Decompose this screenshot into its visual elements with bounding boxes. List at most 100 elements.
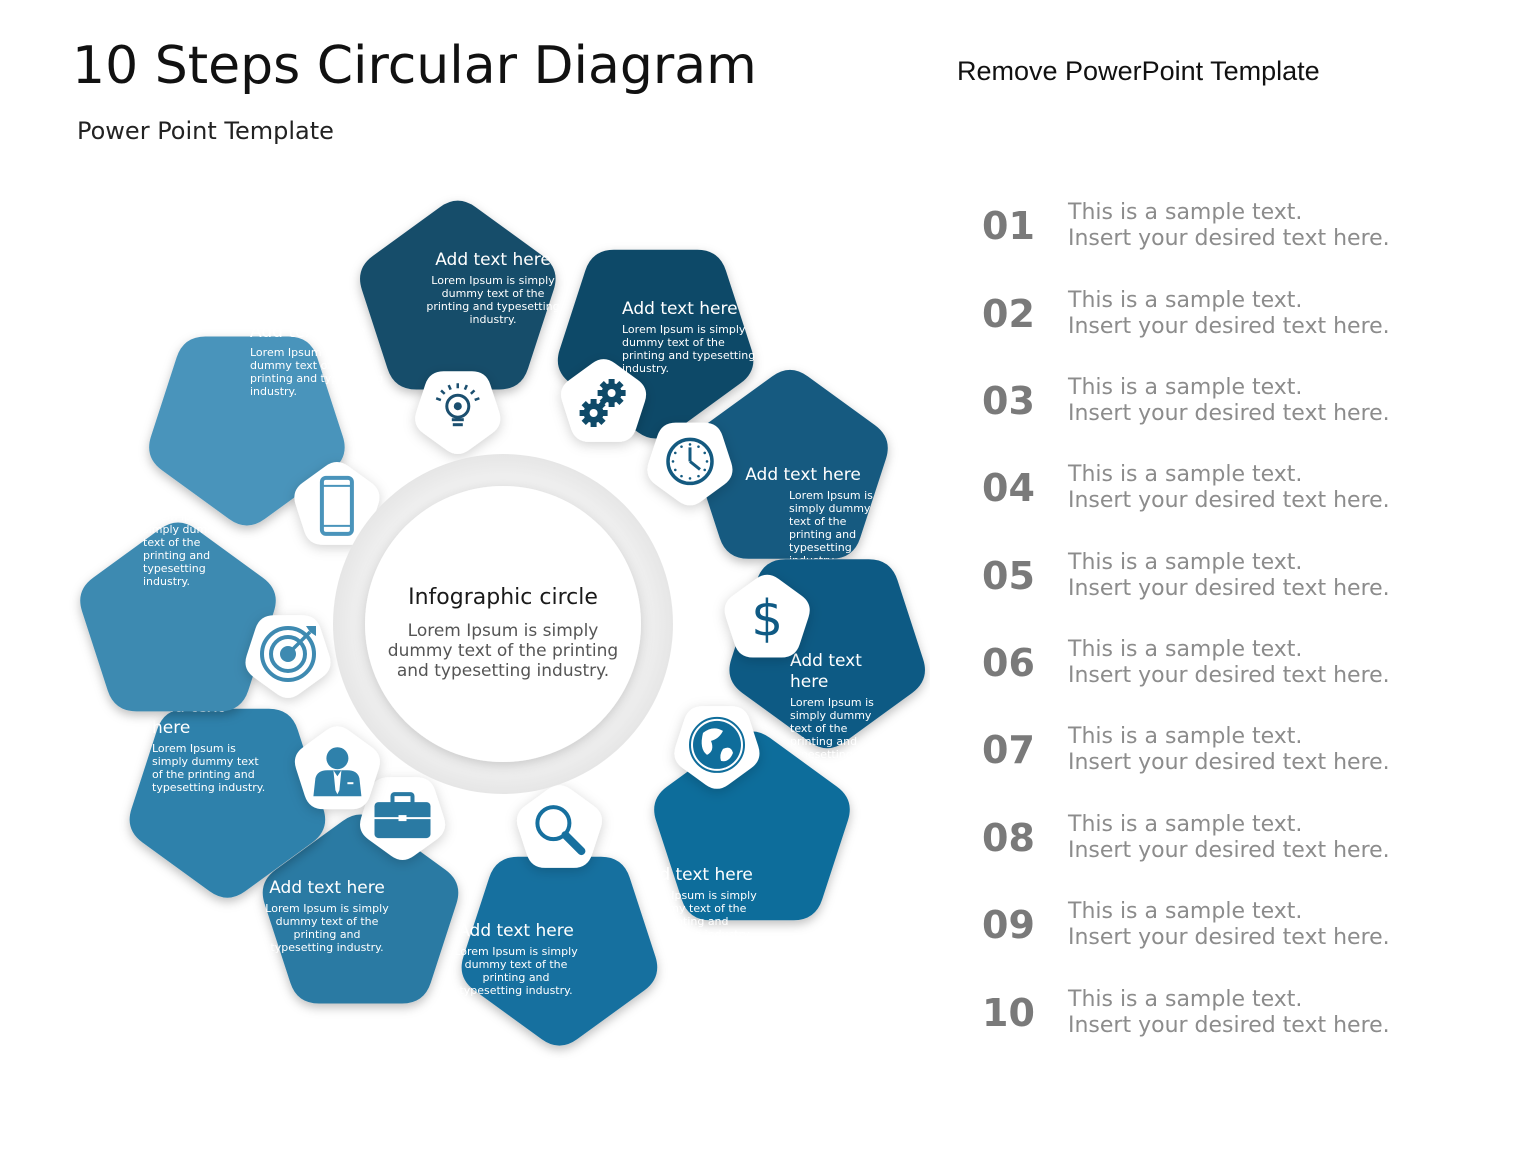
step-text-line1: This is a sample text. — [1068, 899, 1303, 924]
segment-title: Add text here — [250, 322, 366, 342]
step-text-line2: Insert your desired text here. — [1068, 1013, 1390, 1038]
step-text-line1: This is a sample text. — [1068, 200, 1303, 225]
segment-body-line: simply dummy text — [152, 755, 259, 768]
step-number: 06 — [982, 641, 1035, 685]
segment-title: here — [152, 718, 190, 738]
segment-pentagon — [360, 200, 556, 390]
step-text-line2: Insert your desired text here. — [1068, 226, 1390, 251]
step-text-line2: Insert your desired text here. — [1068, 925, 1390, 950]
segment-title: Add text here — [637, 865, 753, 885]
segment-body-line: printing and — [661, 915, 728, 928]
step-number: 02 — [982, 292, 1035, 336]
step-text-line2: Insert your desired text here. — [1068, 663, 1390, 688]
segment-body-line: text of the — [143, 536, 201, 549]
segment-body-line: dummy text of the — [465, 958, 568, 971]
center-body-line: and typesetting industry. — [397, 661, 609, 681]
segment-title: Add text here — [435, 250, 551, 270]
segment-title: Add text — [790, 651, 862, 671]
icon-badge — [724, 574, 810, 658]
center-body-line: Lorem Ipsum is simply — [408, 621, 599, 641]
step-number: 05 — [982, 554, 1035, 598]
center-title: Infographic circle — [408, 585, 598, 610]
segment-body-line: Lorem Ipsum is — [152, 742, 236, 755]
segment-body-line: printing and typesetting — [250, 372, 383, 385]
step-text-line1: This is a sample text. — [1068, 724, 1303, 749]
segment-body-line: printing and — [482, 971, 549, 984]
globe-icon — [689, 716, 745, 773]
step-number: 04 — [982, 466, 1035, 510]
segment-body-line: printing and — [789, 528, 856, 541]
segment-body-line: Lorem Ipsum is simply — [454, 945, 578, 958]
lightbulb-icon — [435, 383, 480, 427]
segment-pentagon — [461, 856, 658, 1046]
segment-body-line: printing and typesetting — [622, 349, 755, 362]
icon-badge — [516, 785, 602, 868]
segment-body-line: of the printing and — [152, 768, 255, 781]
step-text-line2: Insert your desired text here. — [1068, 401, 1390, 426]
segment-body-line: Lorem Ipsum is simply — [622, 323, 746, 336]
segment-body-line: typesetting — [789, 541, 852, 554]
magnifier-icon — [535, 805, 586, 856]
step-text-line2: Insert your desired text here. — [1068, 750, 1390, 775]
step-row-08: 08 This is a sample text.Insert your des… — [982, 812, 1502, 872]
businessman-icon — [313, 747, 362, 797]
segment-pentagon — [692, 369, 888, 559]
step-number: 09 — [982, 903, 1035, 947]
step-row-05: 05 This is a sample text.Insert your des… — [982, 550, 1502, 610]
icon-badge — [415, 371, 501, 455]
step-text-line1: This is a sample text. — [1068, 987, 1303, 1012]
segment-body-line: dummy text of the — [644, 902, 747, 915]
segment-body-line: dummy text of the — [442, 287, 545, 300]
segment-body-line: typesetting industry. — [270, 941, 383, 954]
step-text-line1: This is a sample text. — [1068, 375, 1303, 400]
segment-title: Add text here — [622, 299, 738, 319]
segment-pentagon — [80, 522, 276, 712]
icon-badge — [294, 462, 380, 545]
step-row-10: 10 This is a sample text.Insert your des… — [982, 987, 1502, 1047]
segment-body-line: Lorem Ipsum is simply — [265, 902, 389, 915]
step-text-line2: Insert your desired text here. — [1068, 576, 1390, 601]
segment-pentagon — [149, 336, 345, 526]
segment-body-line: printing and — [293, 928, 360, 941]
segment-body-line: dummy text of the — [250, 359, 353, 372]
segment-body-line: dummy text of the — [276, 915, 379, 928]
segment-body-line: simply dummy — [790, 709, 872, 722]
segment-body-line: printing and typesetting — [426, 300, 559, 313]
remove-template-link[interactable]: Remove PowerPoint Template — [957, 56, 1320, 86]
segment-title: Add text here — [269, 878, 385, 898]
segment-body-line: typesetting industry. — [638, 928, 751, 941]
segment-body-line: text of the — [789, 515, 847, 528]
page-title: 10 Steps Circular Diagram — [72, 36, 757, 96]
icon-badge — [647, 422, 733, 506]
segment-title: Add text here — [458, 921, 574, 941]
segment-body-line: industry. — [250, 385, 297, 398]
segment-body-line: industry. — [470, 313, 517, 326]
segment-body-line: Lorem Ipsum is — [789, 489, 873, 502]
phone-icon — [319, 475, 354, 536]
segment-body-line: text of the — [790, 722, 848, 735]
center-circle: Infographic circle Lorem Ipsum is simply… — [333, 454, 673, 794]
step-text-line1: This is a sample text. — [1068, 812, 1303, 837]
step-row-06: 06 This is a sample text.Insert your des… — [982, 637, 1502, 697]
step-number: 10 — [982, 991, 1035, 1035]
step-text-line1: This is a sample text. — [1068, 637, 1303, 662]
step-text-line1: This is a sample text. — [1068, 288, 1303, 313]
clock-icon — [666, 437, 714, 486]
svg-text:$: $ — [751, 590, 783, 648]
segment-title: Add text here — [745, 465, 861, 485]
segment-body-line: simply dummy — [143, 523, 225, 536]
segment-body-line: industry. — [622, 362, 669, 375]
step-text-line1: This is a sample text. — [1068, 550, 1303, 575]
step-row-09: 09 This is a sample text.Insert your des… — [982, 899, 1502, 959]
segment-body-line: typesetting — [143, 562, 206, 575]
segment-body-line: dummy text of the — [622, 336, 725, 349]
segment-pentagon — [129, 708, 326, 898]
step-row-04: 04 This is a sample text.Insert your des… — [982, 462, 1502, 522]
segment-body-line: typesetting industry. — [459, 984, 572, 997]
